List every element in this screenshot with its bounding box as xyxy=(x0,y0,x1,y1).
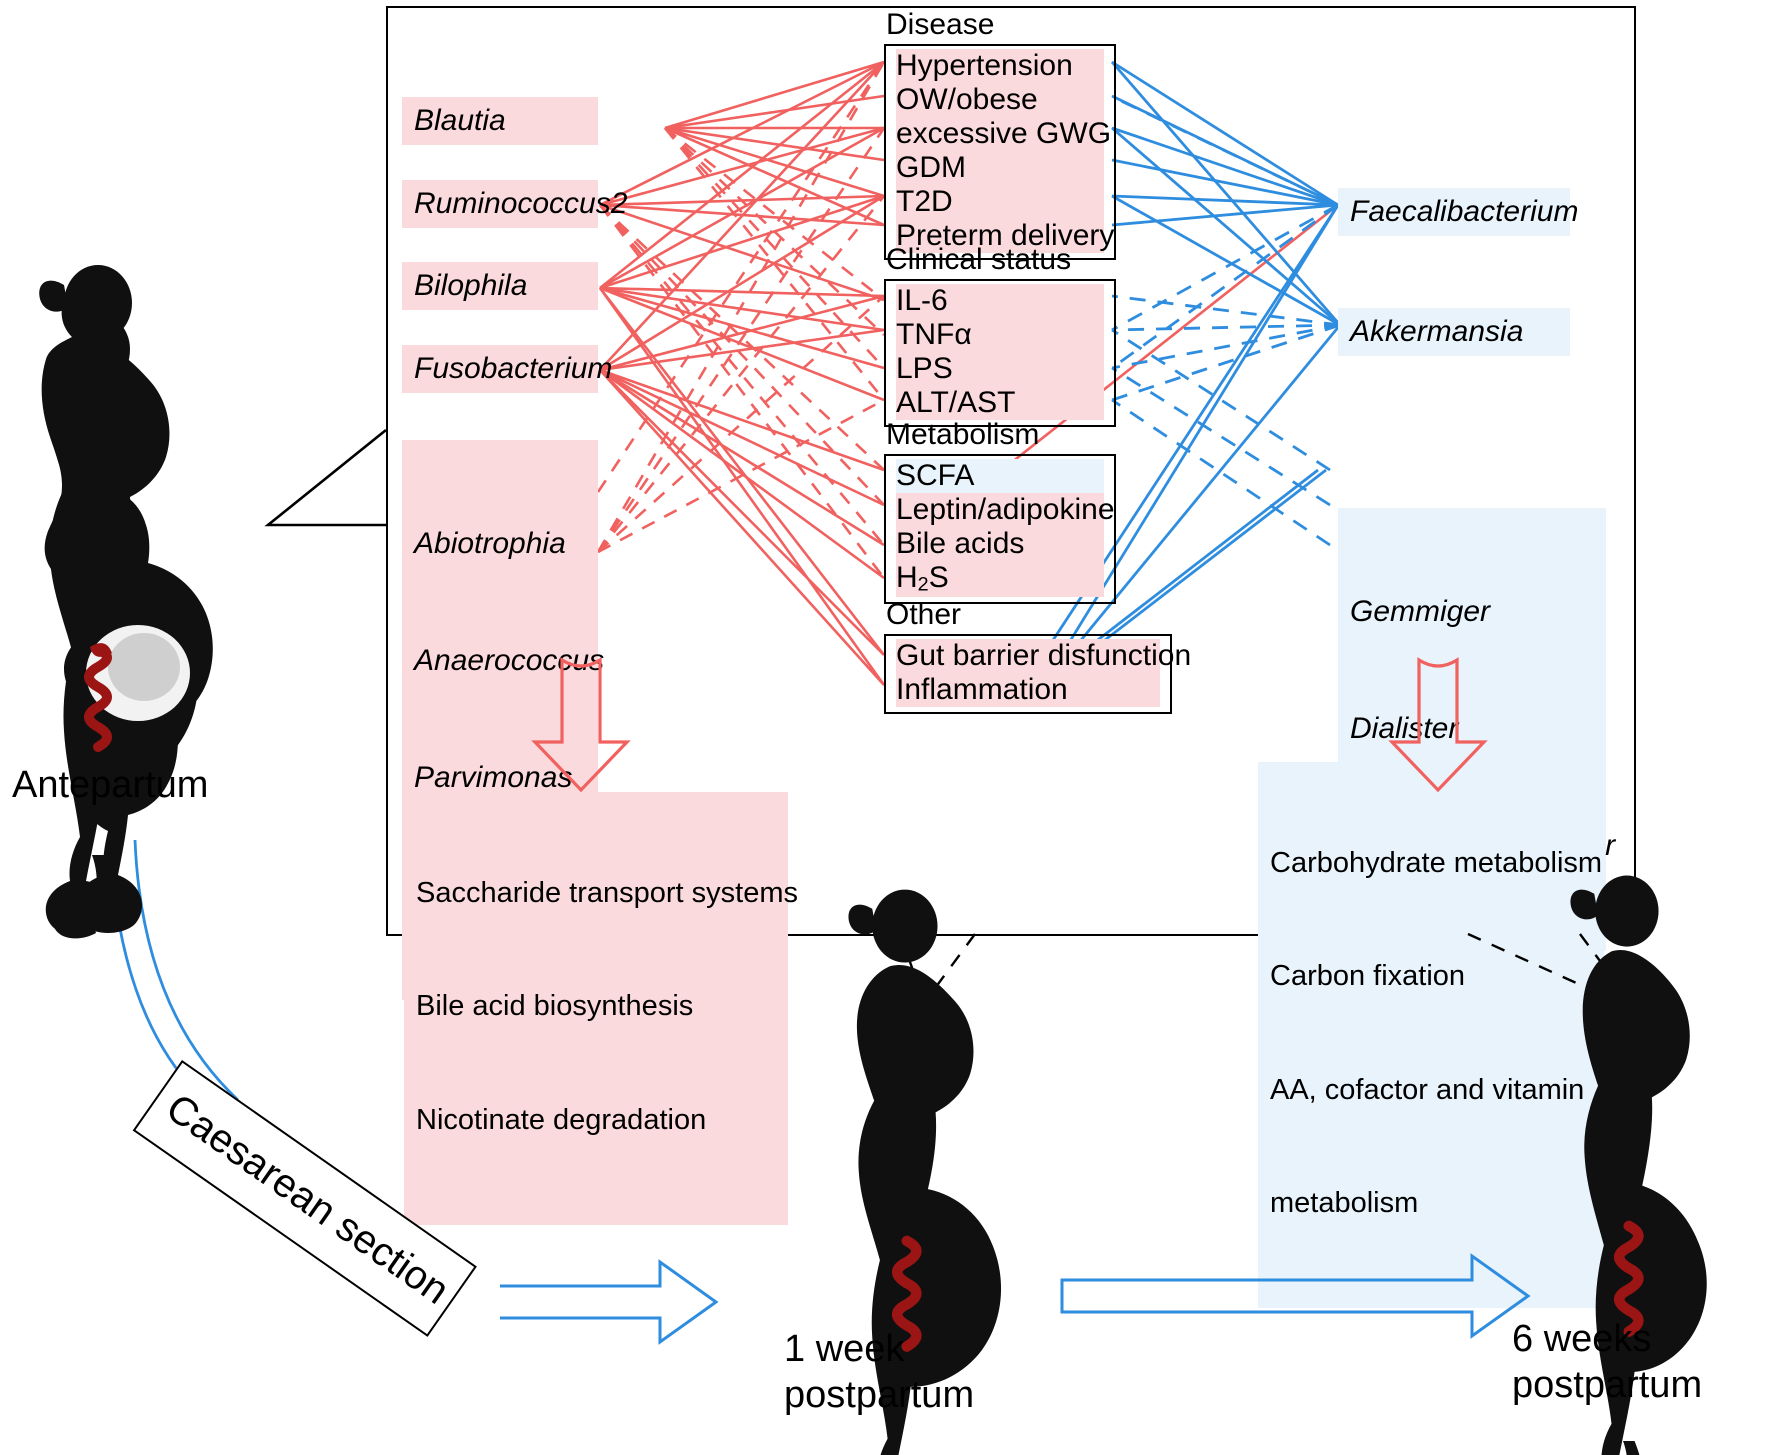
item-gdm: GDM xyxy=(896,151,1104,185)
arrow-to-6weeks xyxy=(1060,1253,1531,1339)
item-preterm-delivery: Preterm delivery xyxy=(896,219,1115,253)
taxon-anaerococcus: Anaerococcus xyxy=(414,644,605,677)
label-1-week-postpartum: 1 week postpartum xyxy=(784,1328,975,1417)
function-box-pink[interactable]: Saccharide transport systems Bile acid b… xyxy=(404,792,798,1225)
antepartum-pointer xyxy=(264,428,387,527)
item-hypertension: Hypertension xyxy=(896,49,1104,83)
taxon-abiotrophia: Abiotrophia xyxy=(414,527,566,560)
taxon-parvimonas: Parvimonas xyxy=(414,761,573,794)
category-title-disease: Disease xyxy=(886,8,995,41)
blue-function-4: metabolism xyxy=(1270,1186,1419,1219)
function-box-blue[interactable]: Carbohydrate metabolism Carbon fixation … xyxy=(1258,762,1604,1308)
item-bile-acids: Bile acids xyxy=(896,527,1104,561)
blue-function-1: Carbohydrate metabolism xyxy=(1270,847,1603,880)
taxon-dialister: Dialister xyxy=(1350,712,1459,745)
pink-function-3: Nicotinate degradation xyxy=(416,1103,707,1136)
item-alt-ast: ALT/AST xyxy=(896,386,1104,420)
item-lps: LPS xyxy=(896,352,1104,386)
taxon-fusobacterium[interactable]: Fusobacterium xyxy=(402,345,612,393)
item-scfa: SCFA xyxy=(896,459,1104,493)
item-leptin-adipokine: Leptin/adipokine xyxy=(896,493,1115,527)
item-ow-obese: OW/obese xyxy=(896,83,1104,117)
item-excessive-gwg: excessive GWG xyxy=(896,117,1112,151)
taxon-ruminococcus2[interactable]: Ruminococcus2 xyxy=(402,180,627,228)
timeline-curve-inner xyxy=(133,839,239,1102)
category-box-metabolism[interactable]: SCFA Leptin/adipokine Bile acids H2S xyxy=(884,454,1116,604)
down-arrow-left xyxy=(531,657,631,793)
pink-function-1: Saccharide transport systems xyxy=(416,877,798,910)
blue-function-2: Carbon fixation xyxy=(1270,960,1466,993)
category-box-clinical-status[interactable]: IL-6 TNFα LPS ALT/AST xyxy=(884,279,1116,427)
label-antepartum: Antepartum xyxy=(12,764,209,806)
taxon-bilophila[interactable]: Bilophila xyxy=(402,262,598,310)
item-h2s: H2S xyxy=(896,561,1104,597)
label-6-weeks-postpartum: 6 weeks postpartum xyxy=(1512,1318,1703,1407)
item-tnfa: TNFα xyxy=(896,318,1104,352)
category-box-other[interactable]: Gut barrier disfunction Inflammation xyxy=(884,634,1191,714)
down-arrow-right xyxy=(1388,657,1488,793)
taxon-faecalibacterium[interactable]: Faecalibacterium xyxy=(1338,188,1578,236)
main-panel-border xyxy=(386,6,1636,936)
category-title-clinical-status: Clinical status xyxy=(886,243,1072,276)
category-title-other: Other xyxy=(886,598,962,631)
item-inflammation: Inflammation xyxy=(896,673,1160,707)
taxon-gemmiger: Gemmiger xyxy=(1350,595,1491,628)
taxon-blautia[interactable]: Blautia xyxy=(402,97,598,145)
pink-function-2: Bile acid biosynthesis xyxy=(416,990,694,1023)
blue-function-3: AA, cofactor and vitamin xyxy=(1270,1073,1585,1106)
taxon-akkermansia[interactable]: Akkermansia xyxy=(1338,308,1570,356)
category-box-disease[interactable]: Hypertension OW/obese excessive GWG GDM … xyxy=(884,44,1116,260)
arrow-to-1week xyxy=(500,1259,719,1345)
item-t2d: T2D xyxy=(896,185,1104,219)
category-title-metabolism: Metabolism xyxy=(886,418,1040,451)
item-il6: IL-6 xyxy=(896,284,1104,318)
